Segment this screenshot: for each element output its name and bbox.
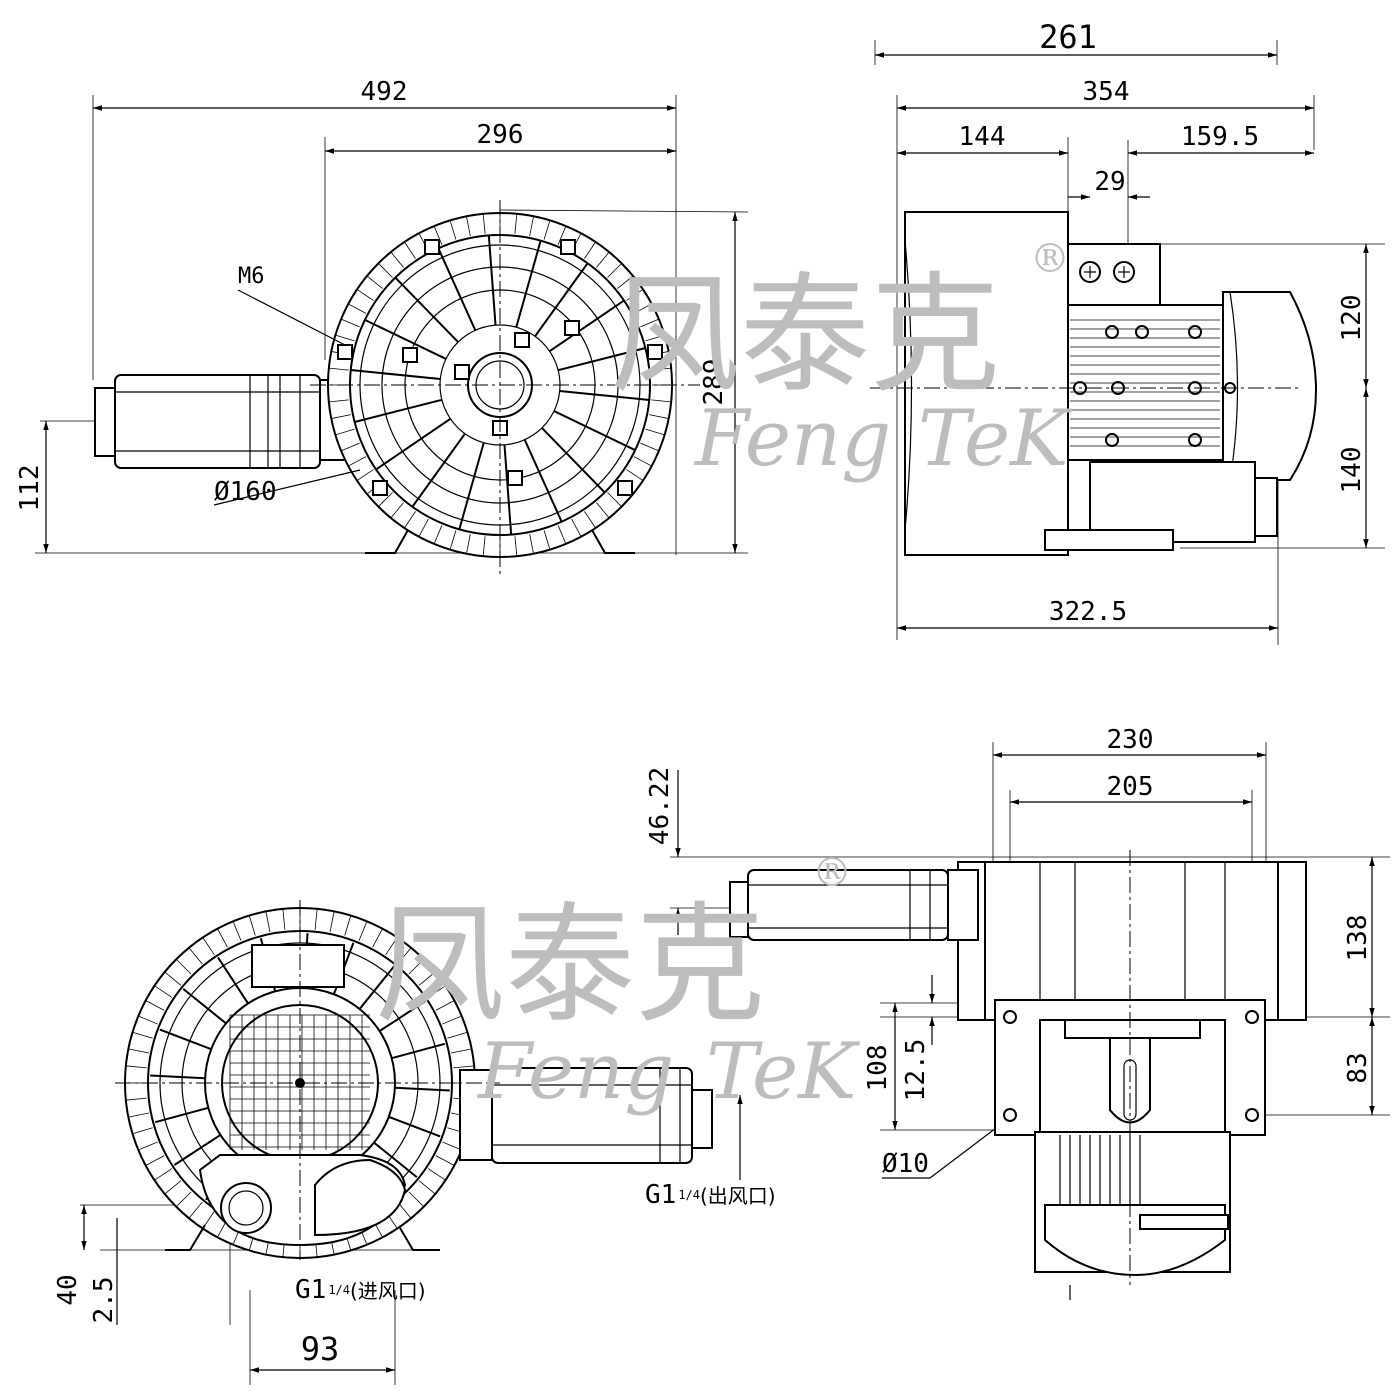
dim-top-lower: 83 — [1343, 1052, 1373, 1083]
dim-side-lower: 140 — [1337, 447, 1367, 494]
dim-top-outer: 230 — [1107, 725, 1154, 755]
note-thread: M6 — [238, 264, 265, 289]
note-hole: Ø10 — [882, 1149, 929, 1179]
watermark-chinese: 凤泰克 — [610, 259, 1000, 411]
dim-top-inner: 205 — [1107, 772, 1154, 802]
watermark-latin-2: TeK — [918, 394, 1073, 484]
watermark-latin-1: Feng — [476, 1027, 674, 1117]
dim-side-base: 322.5 — [1049, 597, 1127, 627]
front-view: 492 296 289 112 — [15, 77, 749, 578]
dim-side-terminal: 29 — [1094, 167, 1125, 197]
rear-view: 40 2.5 93 — [53, 900, 776, 1385]
dim-housing-width: 296 — [477, 120, 524, 150]
dim-top-offset: 46.22 — [645, 767, 675, 845]
top-body — [729, 861, 1307, 1277]
svg-text:G11/4(出风口): G11/4(出风口) — [645, 1180, 776, 1210]
svg-text:G11/4(进风口): G11/4(进风口) — [295, 1275, 426, 1305]
dim-top-span: 108 — [863, 1045, 893, 1092]
dim-top-upper: 138 — [1343, 915, 1373, 962]
front-motor — [94, 374, 349, 469]
dim-side-overall: 354 — [1083, 77, 1130, 107]
rear-foot-left — [165, 1224, 206, 1251]
dim-rear-base-offset: 2.5 — [89, 1277, 119, 1324]
watermark-top: 凤泰克 Feng TeK ® — [610, 236, 1073, 484]
dim-rear-inlet-offset: 40 — [53, 1274, 83, 1305]
watermark-chinese: 凤泰克 — [375, 889, 765, 1041]
front-foot-right — [591, 529, 635, 554]
dim-overall-height: 289 — [699, 359, 729, 406]
watermark-registered: ® — [812, 850, 852, 896]
top-view: 230 205 46.22 138 83 108 12.5 Ø10 — [645, 725, 1390, 1300]
dim-side-upper: 120 — [1337, 295, 1367, 342]
front-foot-left — [365, 529, 409, 554]
rear-motor — [459, 1067, 713, 1164]
dim-side-left: 144 — [959, 122, 1006, 152]
dim-overall-length: 492 — [361, 77, 408, 107]
dim-side-right: 159.5 — [1181, 122, 1259, 152]
watermark-latin-1: Feng — [693, 394, 891, 484]
dim-top-gap: 12.5 — [901, 1039, 931, 1102]
watermark-registered: ® — [1030, 236, 1070, 282]
side-view: 261 354 144 159.5 29 120 140 322.5 — [870, 18, 1385, 645]
side-body — [904, 211, 1318, 556]
rear-foot-right — [399, 1227, 440, 1251]
dim-inlet-height: 112 — [15, 465, 45, 512]
note-bolt-circle: Ø160 — [214, 477, 277, 507]
dim-side-top: 261 — [1039, 18, 1097, 56]
watermark-bottom: 凤泰克 Feng TeK ® — [375, 850, 861, 1117]
watermark-latin-2: TeK — [706, 1027, 861, 1117]
dim-rear-width: 93 — [301, 1330, 340, 1368]
